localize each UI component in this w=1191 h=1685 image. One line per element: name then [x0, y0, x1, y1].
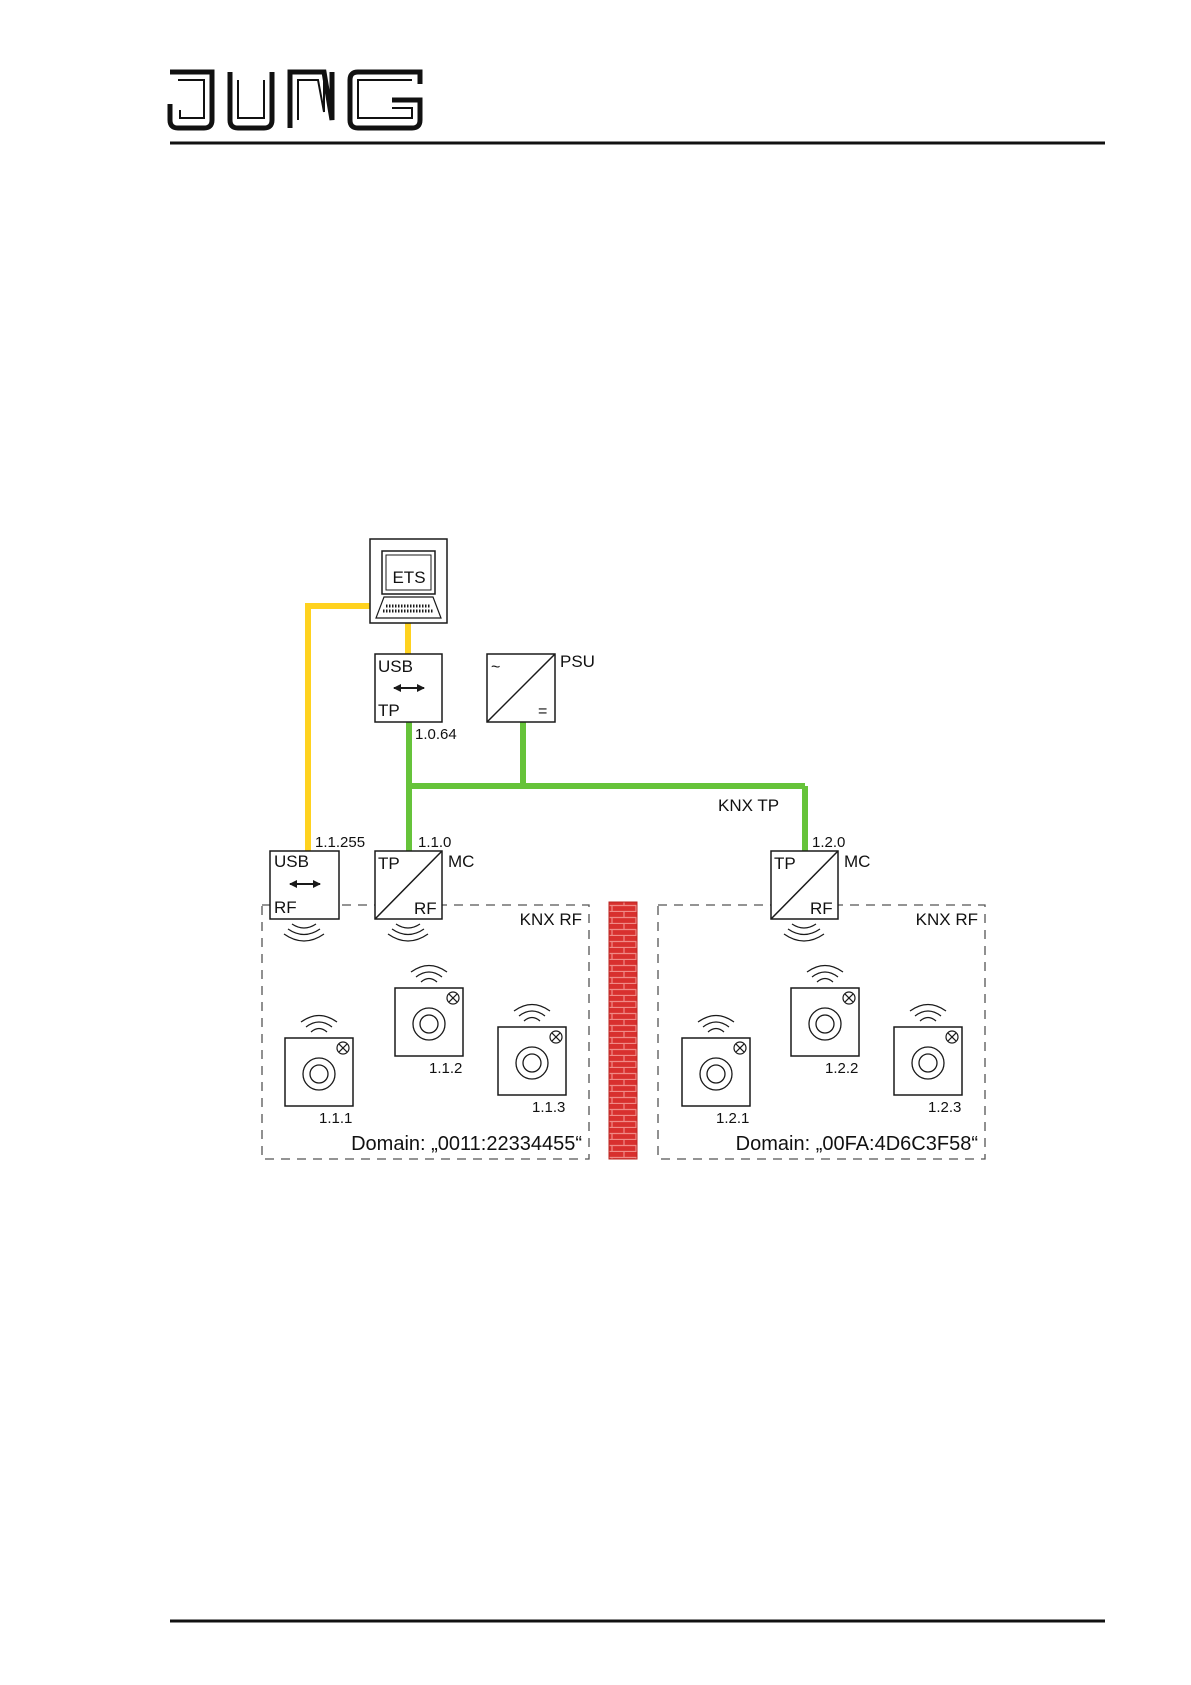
usb-tp-bottom-label: TP: [378, 701, 400, 720]
psu: ~ =: [487, 654, 555, 722]
radio-waves-icon: [411, 966, 447, 983]
zone-left-label: KNX RF: [520, 910, 582, 929]
radio-waves-icon: [784, 924, 824, 941]
rf-pushbutton-device: 1.2.3: [894, 1005, 962, 1117]
usb-tp-address: 1.0.64: [415, 726, 457, 743]
device-address: 1.1.1: [319, 1110, 352, 1127]
usb-rf-interface: USB RF: [270, 851, 339, 919]
psu-dc-symbol: =: [538, 703, 547, 720]
rf-pushbutton-device: 1.1.2: [395, 966, 463, 1078]
zone-right-label: KNX RF: [916, 910, 978, 929]
psu-label: PSU: [560, 652, 595, 671]
rf-pushbutton-device: 1.1.1: [285, 1016, 353, 1128]
psu-ac-symbol: ~: [491, 659, 500, 676]
rf-pushbutton-device: 1.1.3: [498, 1005, 566, 1117]
domain-right-devices: 1.2.1 1.2.2 1.2.3: [682, 966, 962, 1128]
usb-line-ets-to-usb-rf: [308, 606, 371, 853]
jung-logo: [170, 72, 420, 128]
media-coupler-right: TP RF: [771, 851, 838, 919]
usb-connections: [308, 606, 408, 853]
coupler-right-address: 1.2.0: [812, 834, 845, 851]
device-address: 1.1.2: [429, 1060, 462, 1077]
knx-tp-bus: [409, 722, 805, 853]
radio-waves-icon: [388, 924, 428, 941]
device-address: 1.2.3: [928, 1099, 961, 1116]
ets-computer: ETS: [370, 539, 447, 623]
coupler-left-address: 1.1.0: [418, 834, 451, 851]
rf-pushbutton-device: 1.2.2: [791, 966, 859, 1078]
radio-waves-icon: [807, 966, 843, 983]
domain-right-label: Domain: „00FA:4D6C3F58“: [736, 1133, 978, 1155]
radio-waves-icon: [910, 1005, 946, 1022]
coupler-left-top: TP: [378, 854, 400, 873]
usb-rf-address: 1.1.255: [315, 834, 365, 851]
radio-waves-icon: [284, 924, 324, 941]
ets-label: ETS: [392, 568, 425, 587]
device-address: 1.2.2: [825, 1060, 858, 1077]
domain-left-label: Domain: „0011:22334455“: [351, 1133, 582, 1155]
usb-rf-top-label: USB: [274, 852, 309, 871]
bus-label: KNX TP: [718, 796, 779, 815]
media-coupler-left: TP RF: [375, 851, 442, 919]
indicator-lamp-icon: [550, 1031, 562, 1043]
usb-tp-interface: USB TP: [375, 654, 442, 722]
coupler-left-side-label: MC: [448, 852, 474, 871]
device-address: 1.2.1: [716, 1110, 749, 1127]
coupler-right-side-label: MC: [844, 852, 870, 871]
domain-left-devices: 1.1.1 1.1.2 1.1.3: [285, 966, 566, 1128]
radio-waves-icon: [514, 1005, 550, 1022]
radio-waves-icon: [698, 1016, 734, 1033]
indicator-lamp-icon: [843, 992, 855, 1004]
usb-rf-bottom-label: RF: [274, 898, 297, 917]
radio-waves-icon: [301, 1016, 337, 1033]
indicator-lamp-icon: [337, 1042, 349, 1054]
firewall-wall: [609, 902, 637, 1159]
indicator-lamp-icon: [946, 1031, 958, 1043]
rf-pushbutton-device: 1.2.1: [682, 1016, 750, 1128]
indicator-lamp-icon: [447, 992, 459, 1004]
indicator-lamp-icon: [734, 1042, 746, 1054]
usb-tp-top-label: USB: [378, 657, 413, 676]
coupler-right-bottom: RF: [810, 899, 833, 918]
coupler-left-bottom: RF: [414, 899, 437, 918]
coupler-right-top: TP: [774, 854, 796, 873]
device-address: 1.1.3: [532, 1099, 565, 1116]
